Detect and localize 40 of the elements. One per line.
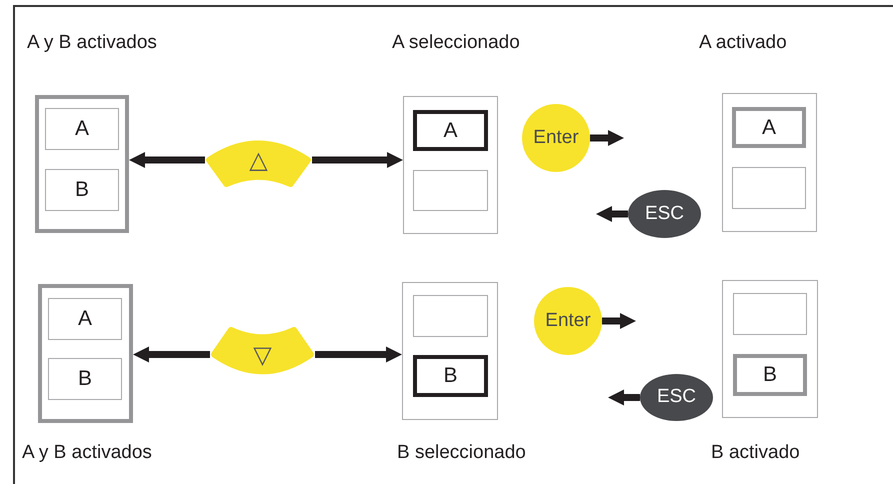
menu-item-box — [413, 170, 488, 211]
screen-caption: A y B activados — [27, 31, 157, 55]
menu-item-box — [45, 169, 119, 211]
key-label: ESC — [656, 385, 696, 410]
key-label: Enter — [533, 126, 579, 150]
screen-caption: B activado — [711, 441, 800, 465]
key-label: B — [762, 362, 777, 388]
screen-caption: A seleccionado — [392, 31, 520, 55]
arrow — [315, 346, 402, 362]
selected-item-box — [413, 355, 488, 397]
key-label: B — [443, 363, 458, 390]
activated-item-box — [733, 354, 807, 396]
arrow — [602, 313, 636, 329]
arrow — [596, 206, 628, 222]
key-label: A — [762, 114, 776, 141]
triangle-symbol: ▽ — [253, 342, 272, 366]
key-label: B — [78, 366, 92, 392]
arrow — [608, 390, 640, 406]
menu-item-box — [45, 108, 119, 150]
arrow — [129, 152, 205, 168]
arrow — [312, 152, 403, 168]
triangle-symbol: △ — [249, 148, 268, 172]
key-label: A — [443, 118, 458, 144]
menu-item-box — [732, 167, 806, 209]
key-label: B — [74, 177, 89, 204]
selected-item-box — [413, 110, 488, 151]
screen-caption: B seleccionado — [397, 441, 526, 465]
key-label: A — [78, 306, 92, 332]
screen-caption: A y B activados — [22, 441, 152, 465]
activated-item-box — [732, 107, 806, 148]
menu-item-box — [733, 293, 807, 335]
key-label: Enter — [545, 308, 591, 333]
key-label: ESC — [644, 202, 684, 226]
menu-item-box — [48, 298, 122, 340]
menu-item-box — [48, 358, 122, 400]
arrow — [590, 130, 624, 146]
arrow — [133, 346, 210, 362]
screen-caption: A activado — [699, 31, 787, 55]
key-label: A — [74, 116, 89, 142]
menu-item-box — [413, 295, 488, 337]
